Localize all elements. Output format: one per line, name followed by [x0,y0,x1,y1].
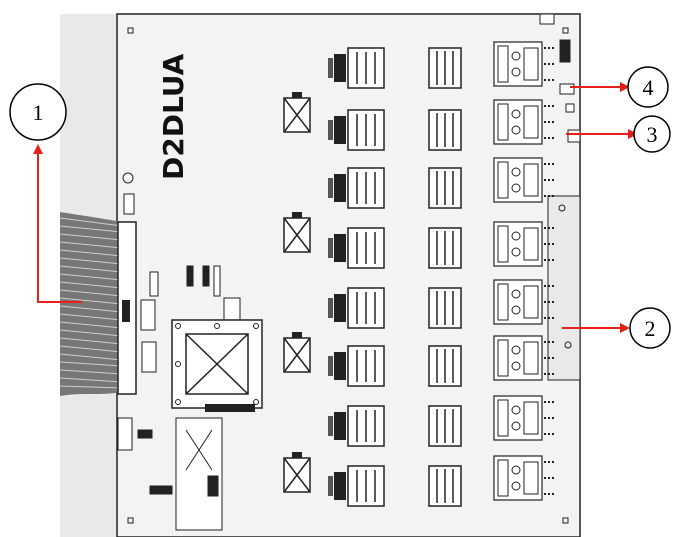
board-notch [539,13,555,25]
callout-2-label: 2 [645,316,656,341]
ribbon-cable [59,212,137,396]
callout-3-label: 3 [647,122,658,147]
callout-4-label: 4 [643,75,654,100]
callout-1-label: 1 [33,100,44,125]
main-processor [171,319,263,412]
right-panel [547,195,581,381]
lower-components [117,417,223,531]
callout-3: 3 [633,115,671,153]
callout-2: 2 [629,307,671,349]
callout-1: 1 [9,83,67,141]
board-name: D2DLUA [157,53,190,180]
callout-arrows [33,82,638,333]
mounting-holes [127,27,572,524]
callout-4: 4 [627,66,669,108]
